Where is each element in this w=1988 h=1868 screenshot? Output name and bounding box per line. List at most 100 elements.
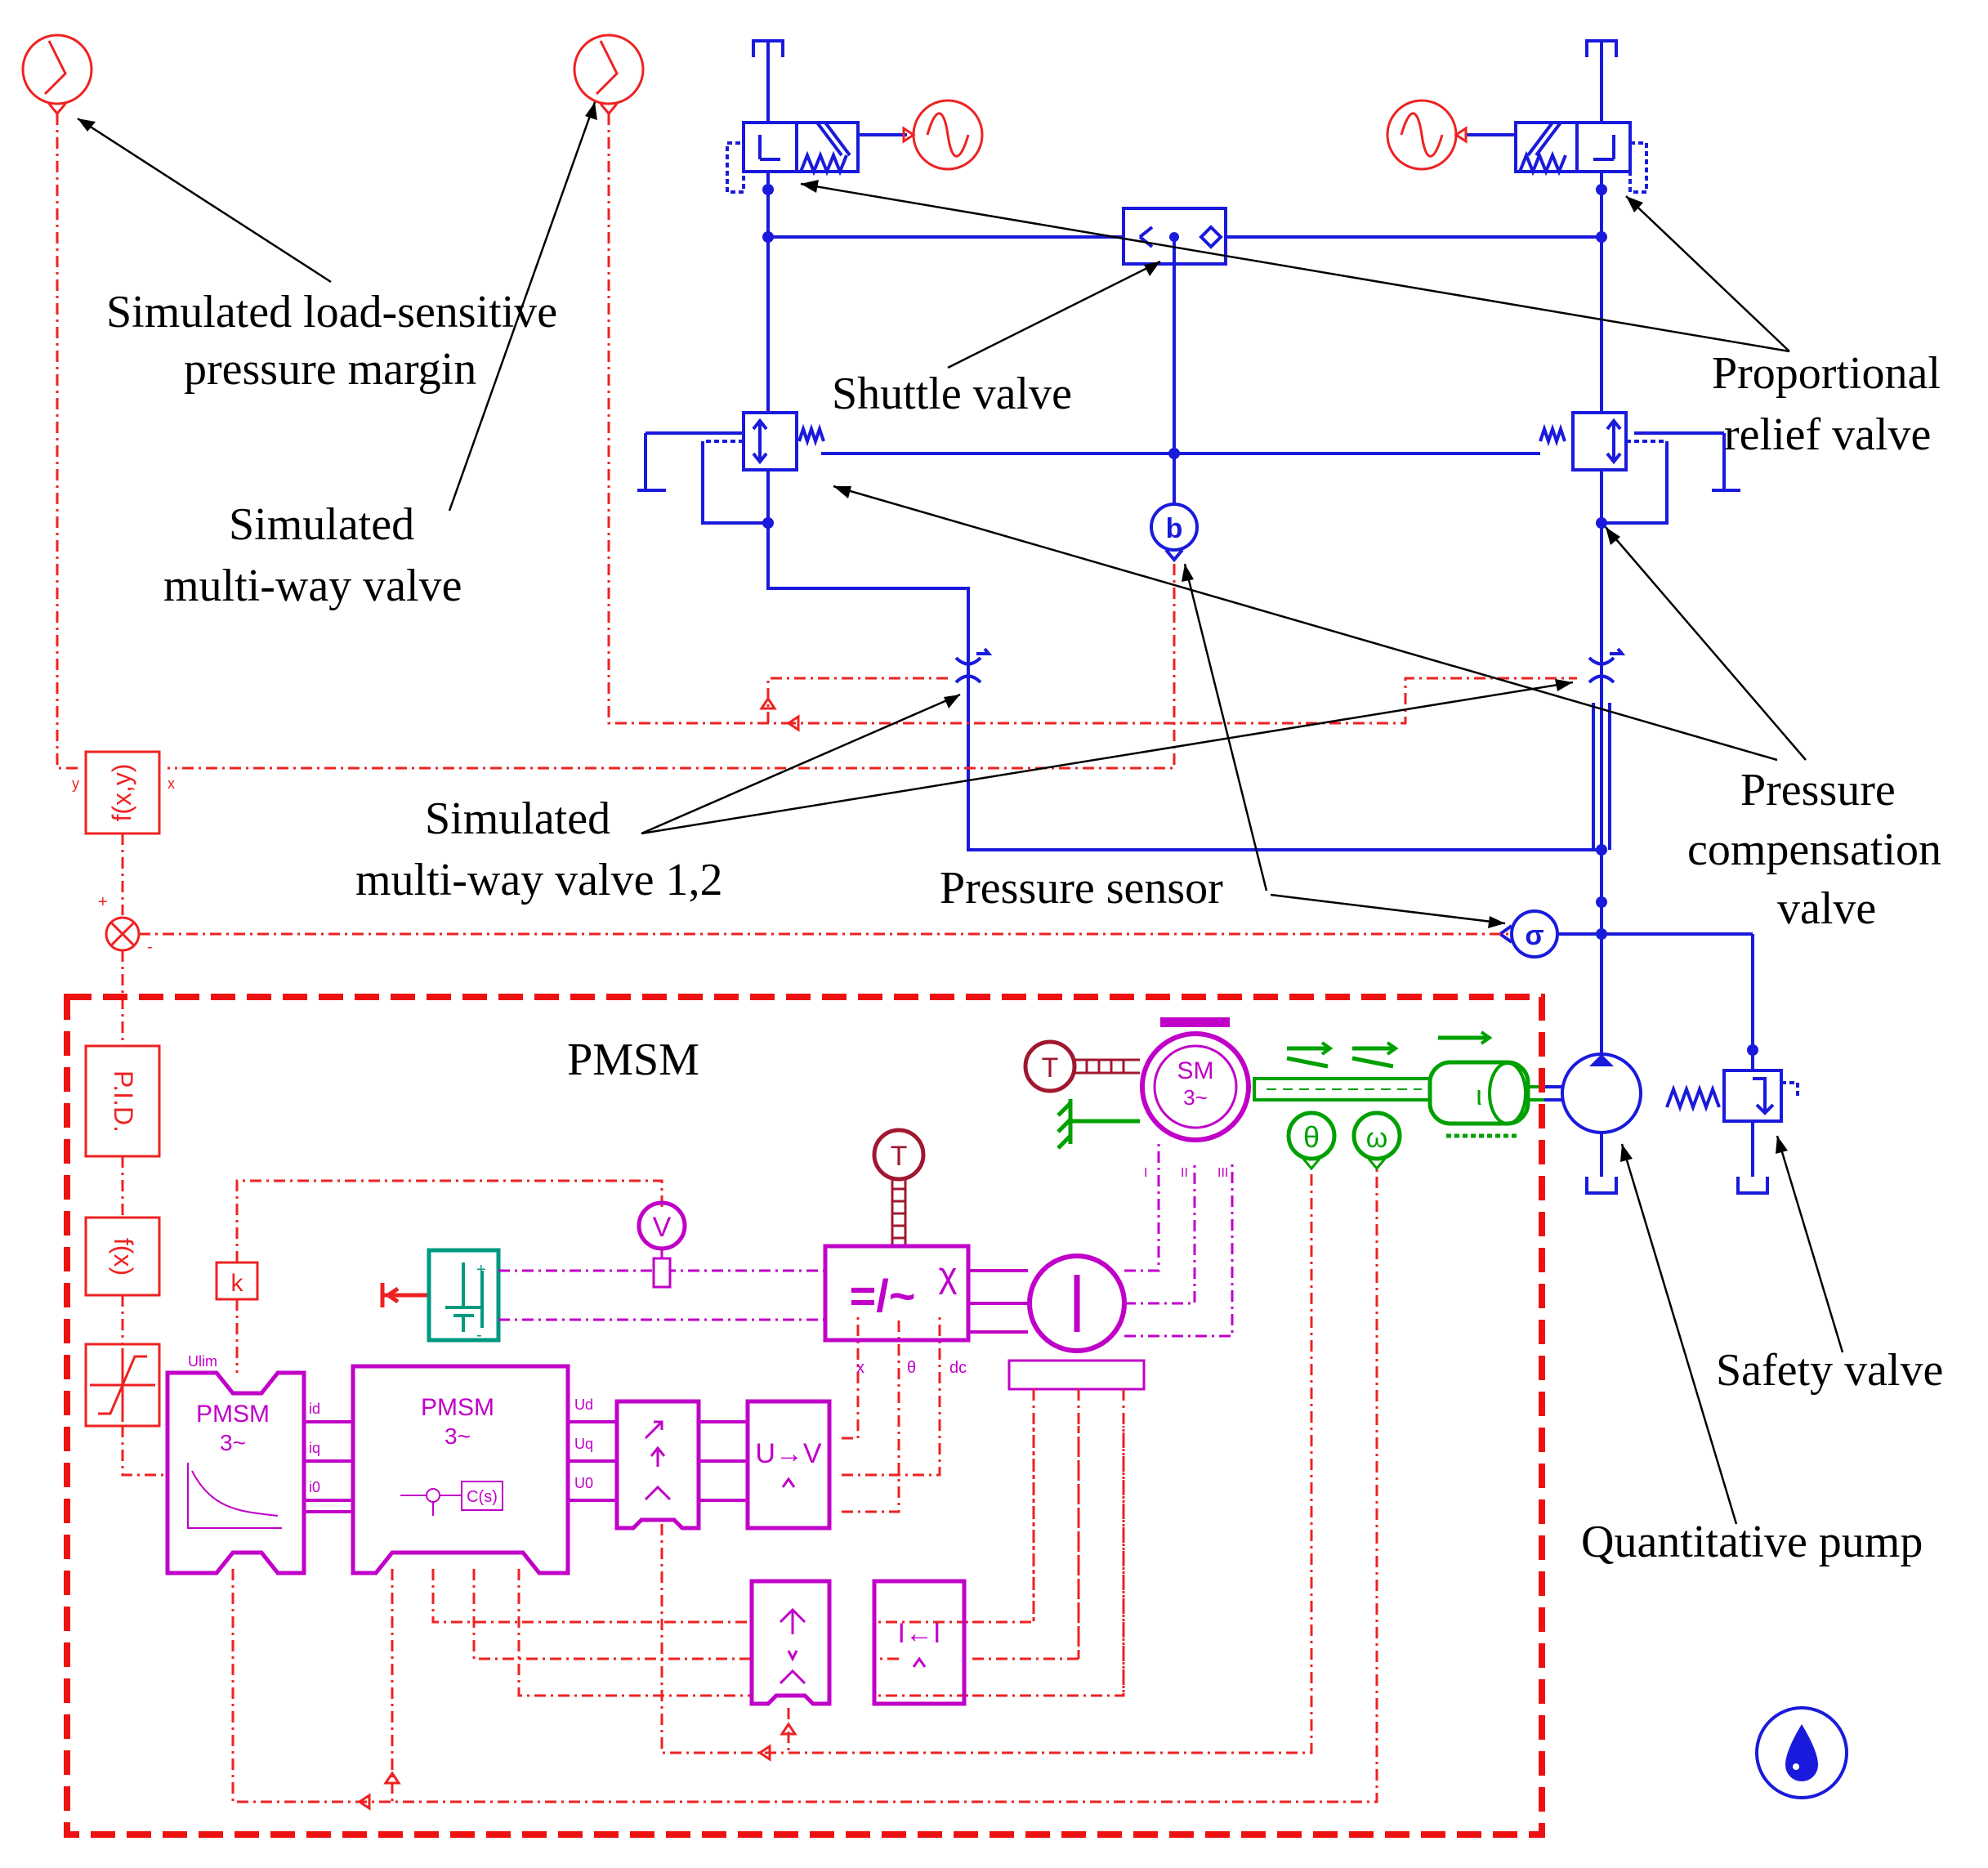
pmsm2-ud: Ud: [574, 1397, 593, 1413]
chi-label: χ: [938, 1255, 957, 1295]
inv-theta-label: θ: [907, 1359, 916, 1377]
inv-x-label: x: [856, 1359, 864, 1377]
quantitative-pump[interactable]: [1544, 1052, 1642, 1195]
pressure-sensor-sigma[interactable]: σ: [1497, 896, 1753, 959]
variable-orifice-right[interactable]: [1588, 647, 1626, 684]
inverter-label: =/~: [850, 1270, 916, 1321]
pid-block[interactable]: P.I.D.: [84, 1044, 161, 1158]
safety-valve[interactable]: [1665, 1044, 1799, 1195]
pmsm-torque-block[interactable]: PMSM 3~ Ulim id iq i0: [165, 1353, 320, 1575]
label-pressure-sensor: Pressure sensor: [940, 863, 1223, 914]
summing-junction: + -: [98, 893, 153, 956]
pressure-compensation-valve-left[interactable]: [637, 411, 825, 525]
inv-dc-label: dc: [949, 1359, 967, 1377]
motor-t-label: T: [1042, 1052, 1059, 1084]
conv-label: U→V: [755, 1438, 822, 1469]
inverter-t-label: T: [891, 1141, 908, 1172]
annotations: Simulated load-sensitive pressure margin…: [77, 101, 1943, 1567]
proportional-relief-valve-right[interactable]: [1467, 121, 1648, 194]
k-label: k: [231, 1270, 244, 1297]
inertia-load: ι: [1427, 1060, 1544, 1138]
label-shuttle: Shuttle valve: [832, 369, 1072, 419]
pmsm1-i0: i0: [309, 1479, 320, 1495]
electrical-drive: + - V =/~ χ x θ dc: [165, 1017, 1251, 1706]
label-safety-valve: Safety valve: [1716, 1345, 1943, 1396]
fluid-drop-icon: [1755, 1706, 1848, 1799]
label-multiway-line2: multi-way valve: [163, 561, 462, 611]
pmsm-controller-block[interactable]: PMSM 3~ C(s) Ud Uq U0: [351, 1364, 593, 1575]
pressure-sensor-b[interactable]: b: [1150, 454, 1199, 563]
fx-block[interactable]: f(x): [84, 1216, 161, 1297]
limiter-block[interactable]: [84, 1343, 161, 1428]
current-transform-block[interactable]: I←I: [872, 1579, 967, 1706]
annotation-arrows: [77, 101, 1844, 1525]
fxy-label: f(x,y): [107, 763, 136, 821]
label-load-margin-line1: Simulated load-sensitive: [106, 287, 557, 337]
pmsm1-title: PMSM: [196, 1401, 270, 1428]
svg-text:+: +: [476, 1261, 486, 1279]
label-multiway-line1: Simulated: [229, 499, 414, 550]
theta-label: θ: [1303, 1120, 1320, 1154]
pmsm2-uq: Uq: [574, 1436, 593, 1452]
split-junction-mid: [757, 1722, 797, 1762]
hydraulic-circuit: b σ: [637, 39, 1848, 1799]
fxy-y-label: y: [72, 775, 79, 792]
synchronous-motor: SM 3~: [1140, 1017, 1251, 1142]
signal-source-left: [21, 34, 93, 116]
svg-text:-: -: [147, 938, 153, 956]
phase-iii: III: [1217, 1166, 1228, 1180]
label-load-margin-line2: pressure margin: [184, 344, 476, 395]
pmsm1-id: id: [309, 1401, 320, 1417]
sensor-sigma-label: σ: [1525, 920, 1543, 951]
omega-label: ω: [1366, 1123, 1388, 1154]
park-transform-block[interactable]: [614, 1399, 701, 1531]
sensor-b-label: b: [1166, 513, 1183, 544]
inverter-block[interactable]: =/~ χ x θ dc: [823, 1244, 971, 1377]
label-prop-relief-line1: Proportional: [1712, 348, 1941, 399]
inertia-label: ι: [1476, 1080, 1482, 1111]
pmsm2-u0: U0: [574, 1475, 593, 1491]
svg-text:-: -: [476, 1326, 482, 1344]
variable-orifice-left[interactable]: [954, 647, 993, 684]
phase-i: I: [1144, 1166, 1147, 1180]
angle-sensor: θ: [1286, 1111, 1337, 1171]
label-pressure-comp-line1: Pressure: [1740, 765, 1896, 816]
thermal-source-motor: T: [1023, 1039, 1140, 1093]
gain-k-block[interactable]: k: [215, 1261, 259, 1301]
proportional-relief-valve-left[interactable]: [726, 121, 907, 194]
fxy-x-label: x: [168, 775, 175, 792]
tank-top-left: [752, 39, 784, 123]
label-pressure-comp-line2: compensation: [1687, 825, 1941, 875]
label-prop-relief-line2: relief valve: [1724, 409, 1931, 460]
current-meter: [1007, 1254, 1146, 1391]
cs-label: C(s): [467, 1488, 498, 1506]
pmsm2-title: PMSM: [421, 1394, 494, 1421]
ground-arrow-battery: [380, 1283, 429, 1307]
split-junction-bottom: [357, 1771, 401, 1811]
inverse-park-block[interactable]: [749, 1579, 832, 1706]
split-junction-top: [759, 696, 800, 732]
phase-ii: II: [1181, 1166, 1188, 1180]
fxy-block[interactable]: f(x,y) y x: [72, 750, 175, 835]
fx-label: f(x): [109, 1238, 138, 1276]
voltage-sensor: V: [637, 1200, 687, 1289]
pmsm-region: PMSM: [64, 994, 1545, 1838]
signal-source-right: [573, 34, 645, 116]
speed-sensor: ω: [1351, 1111, 1402, 1171]
thermal-source-inverter: T: [872, 1128, 926, 1246]
tank-top-right: [1585, 39, 1618, 123]
pmsm-region-title: PMSM: [567, 1035, 699, 1085]
battery: + -: [427, 1248, 501, 1344]
label-quantitative-pump: Quantitative pump: [1581, 1517, 1923, 1567]
sm-phase-label: 3~: [1183, 1085, 1208, 1110]
u-to-v-block[interactable]: U→V: [745, 1399, 832, 1531]
sine-source-right: [1386, 99, 1468, 171]
pmsm1-iq: iq: [309, 1440, 320, 1456]
svg-text:+: +: [98, 893, 108, 911]
sm-label: SM: [1177, 1057, 1214, 1084]
label-multiway12-line2: multi-way valve 1,2: [355, 855, 722, 905]
label-pressure-comp-line3: valve: [1777, 883, 1876, 934]
v-label: V: [653, 1212, 672, 1243]
pressure-compensation-valve-right[interactable]: [1539, 411, 1740, 525]
